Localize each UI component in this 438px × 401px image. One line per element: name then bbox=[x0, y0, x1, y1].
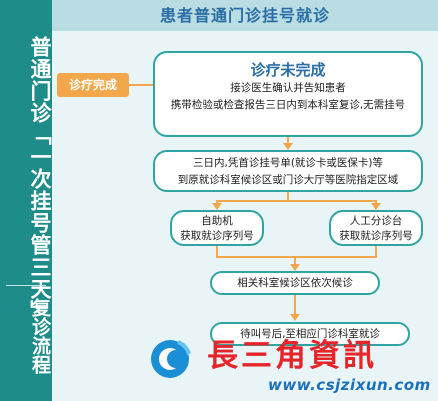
option-self-service-kiosk: 自助机 获取就诊序列号 bbox=[170, 210, 264, 246]
watermark-text: 長三角資訊 bbox=[207, 338, 377, 374]
arrow-head bbox=[290, 314, 300, 321]
tag-connector bbox=[129, 84, 153, 86]
step-incomplete-line2: 携带检验或检查报告三日内到本科室复诊,无需挂号 bbox=[170, 99, 406, 111]
arrow-head bbox=[212, 203, 222, 210]
triage-line2: 获取就诊序列号 bbox=[339, 230, 413, 242]
arrow-line bbox=[287, 137, 289, 143]
watermark-url: www.csjzixun.com bbox=[268, 376, 431, 394]
step-return-within-three-days: 三日内,凭首诊挂号单(就诊卡或医保卡)等 到原就诊科室候诊区或门诊大厅等医院指定… bbox=[153, 150, 423, 192]
arrow-line bbox=[216, 200, 218, 204]
step2-line2: 到原就诊科室候诊区或门诊大厅等医院指定区域 bbox=[177, 174, 399, 186]
page-title: 患者普通门诊挂号就诊 bbox=[159, 6, 330, 25]
kiosk-line2: 获取就诊序列号 bbox=[180, 230, 254, 242]
triage-line1: 人工分诊台 bbox=[349, 215, 403, 227]
arrow-head bbox=[290, 264, 300, 271]
arrow-line bbox=[287, 192, 289, 201]
arrow-line bbox=[294, 295, 296, 314]
step-wait-in-department: 相关科室候诊区依次候诊 bbox=[210, 271, 380, 295]
header-bar bbox=[52, 0, 438, 31]
arrow-merge bbox=[216, 256, 377, 258]
step-incomplete: 诊疗未完成 接诊医生确认并告知患者 携带检验或检查报告三日内到本科室复诊,无需挂… bbox=[153, 51, 423, 137]
arrow-line bbox=[375, 200, 377, 204]
step-incomplete-line1: 接诊医生确认并告知患者 bbox=[230, 82, 346, 94]
sidebar-subtitle: 复诊流程 bbox=[29, 298, 51, 374]
step-incomplete-title: 诊疗未完成 bbox=[250, 61, 326, 79]
step-called-to-clinic: 待叫号后,至相应门诊科室就诊 bbox=[210, 322, 410, 346]
watermark-logo-icon bbox=[151, 340, 191, 378]
kiosk-line1: 自助机 bbox=[201, 215, 233, 227]
sidebar-divider bbox=[6, 285, 46, 286]
option-manual-triage-desk: 人工分诊台 获取就诊序列号 bbox=[329, 210, 423, 246]
arrow-head bbox=[283, 143, 293, 150]
arrow-line bbox=[294, 256, 296, 264]
sidebar bbox=[0, 0, 52, 401]
arrow-head bbox=[371, 203, 381, 210]
arrow-line bbox=[216, 246, 218, 257]
sidebar-title: 普通门诊「一次挂号管三天」 bbox=[28, 36, 52, 322]
step2-line1: 三日内,凭首诊挂号单(就诊卡或医保卡)等 bbox=[192, 157, 384, 169]
status-tag-completed: 诊疗完成 bbox=[57, 73, 129, 97]
arrow-branch bbox=[216, 200, 377, 202]
arrow-line bbox=[375, 246, 377, 257]
